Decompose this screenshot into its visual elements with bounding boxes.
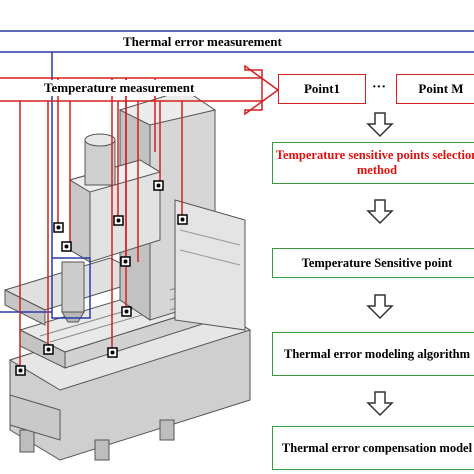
temperature-arrow — [244, 64, 280, 116]
step-compensation-model: Thermal error compensation model — [272, 426, 474, 470]
step-sensitive-point: Temperature Sensitive point — [272, 248, 474, 278]
spindle-highlight — [51, 257, 91, 319]
point-first-box: Point1 — [278, 74, 366, 104]
machine-body — [3, 89, 252, 461]
point-last-box: Point M — [396, 74, 474, 104]
down-arrow-icon — [366, 391, 394, 417]
down-arrow-icon — [366, 199, 394, 225]
step-selection-method: Temperature sensitive points selection m… — [272, 142, 474, 184]
temperature-lines — [0, 77, 262, 370]
flow-arrows — [366, 112, 394, 417]
down-arrow-icon — [366, 112, 394, 138]
step-modeling-algorithm: Thermal error modeling algorithm — [272, 332, 474, 376]
down-arrow-icon — [366, 294, 394, 320]
thermal-error-label: Thermal error measurement — [120, 34, 285, 50]
points-ellipsis: ··· — [372, 80, 387, 95]
temperature-label: Temperature measurement — [42, 80, 197, 96]
